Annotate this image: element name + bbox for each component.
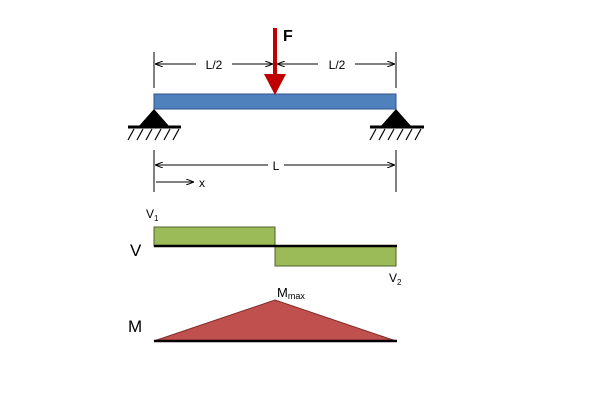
half-span-dimension-right: L/2 [278, 58, 394, 72]
shear-diagram: V V1 V2 [130, 207, 402, 287]
x-label: x [199, 176, 205, 190]
span-dimension: L [156, 159, 394, 173]
down-arrow-icon [264, 28, 286, 95]
shear-start-label: V1 [146, 207, 159, 223]
moment-diagram: M Mmax [128, 285, 397, 343]
half-span-right-label: L/2 [329, 58, 346, 72]
half-span-dimension-left: L/2 [156, 58, 272, 72]
force-label: F [283, 28, 293, 45]
shear-positive-region [153, 226, 276, 247]
x-coordinate-arrow: x [156, 176, 205, 190]
shear-end-subscript: 2 [397, 278, 402, 287]
moment-peak-symbol: M [277, 285, 288, 300]
span-label: L [273, 159, 280, 173]
shear-start-symbol: V [146, 207, 154, 221]
shear-end-label: V2 [389, 271, 402, 287]
pin-support-icon [369, 109, 424, 141]
moment-peak-label: Mmax [277, 285, 305, 301]
moment-axis-label: M [128, 317, 142, 336]
moment-triangle [153, 299, 397, 342]
shear-start-subscript: 1 [154, 214, 159, 223]
beam [153, 93, 397, 110]
shear-end-symbol: V [389, 271, 397, 285]
half-span-left-label: L/2 [206, 58, 223, 72]
beam-section: L/2 L/2 F [127, 28, 424, 192]
pin-support-icon [127, 109, 181, 141]
shear-axis-label: V [130, 241, 142, 260]
moment-peak-subscript: max [288, 291, 306, 301]
shear-negative-region [274, 245, 397, 267]
